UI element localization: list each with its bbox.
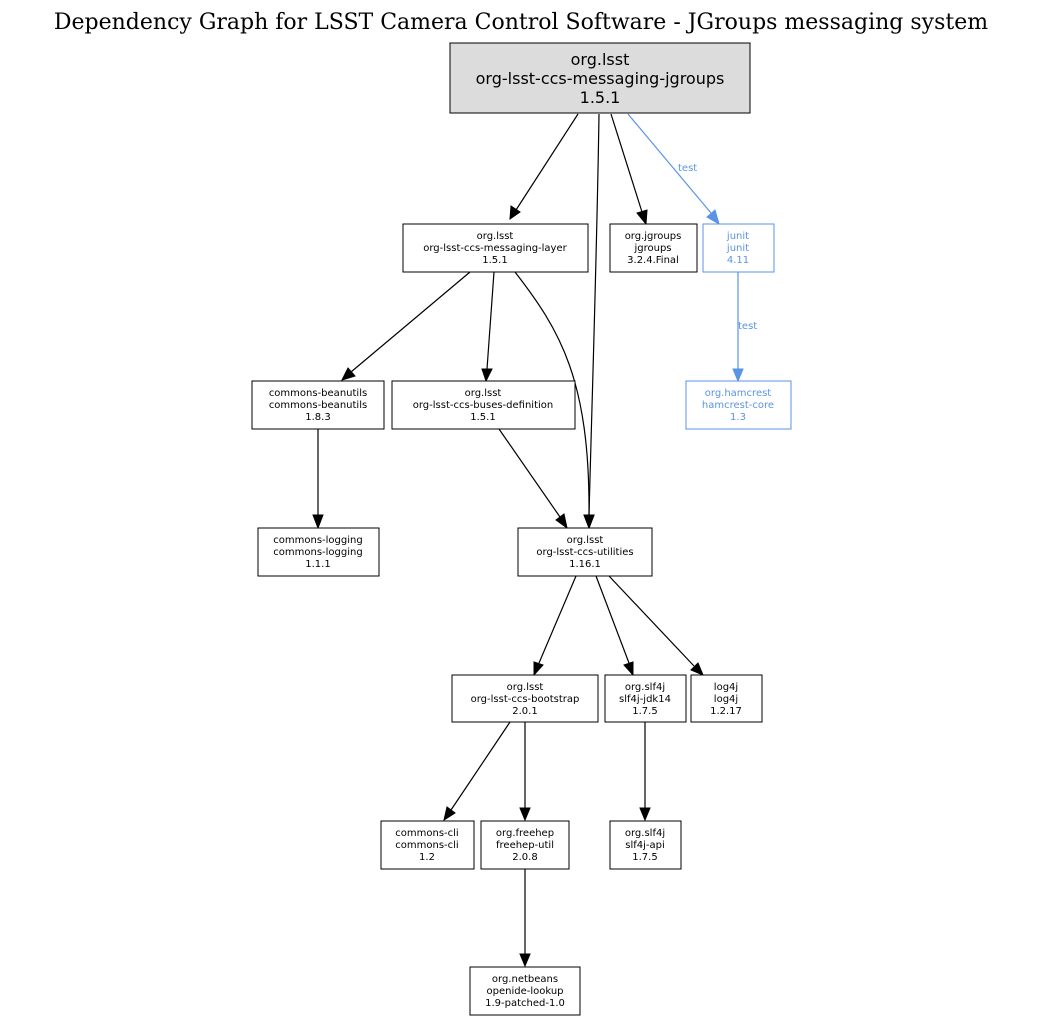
svg-text:1.5.1: 1.5.1 bbox=[580, 88, 621, 107]
svg-text:1.2.17: 1.2.17 bbox=[710, 706, 742, 717]
node-slf4j-jdk14[interactable]: org.slf4j slf4j-jdk14 1.7.5 bbox=[604, 674, 687, 723]
svg-text:4.11: 4.11 bbox=[727, 255, 749, 266]
svg-text:org.jgroups: org.jgroups bbox=[625, 231, 682, 242]
node-log4j[interactable]: log4j log4j 1.2.17 bbox=[690, 674, 763, 723]
node-slf4j-api[interactable]: org.slf4j slf4j-api 1.7.5 bbox=[609, 820, 682, 870]
svg-text:commons-cli: commons-cli bbox=[395, 828, 458, 839]
node-messaging-layer[interactable]: org.lsst org-lsst-ccs-messaging-layer 1.… bbox=[402, 223, 589, 273]
edge-beanutils-to-logging bbox=[312, 429, 324, 530]
edge-junit-to-hamcrest bbox=[732, 272, 744, 383]
edge-bootstrap-to-commons-cli bbox=[443, 721, 511, 822]
svg-text:org.slf4j: org.slf4j bbox=[625, 828, 665, 839]
edge-root-to-messaging-layer bbox=[509, 113, 579, 221]
svg-text:1.8.3: 1.8.3 bbox=[305, 412, 330, 423]
edge-freehep-util-to-openide-lookup bbox=[519, 869, 531, 968]
svg-text:junit: junit bbox=[726, 243, 749, 254]
edge-root-to-junit bbox=[627, 113, 720, 226]
svg-text:org-lsst-ccs-buses-definition: org-lsst-ccs-buses-definition bbox=[413, 400, 554, 411]
svg-text:1.2: 1.2 bbox=[419, 852, 435, 863]
svg-text:openide-lookup: openide-lookup bbox=[486, 986, 563, 997]
svg-text:org.lsst: org.lsst bbox=[477, 231, 514, 242]
svg-text:org.freehep: org.freehep bbox=[496, 828, 554, 839]
svg-text:commons-logging: commons-logging bbox=[273, 547, 362, 558]
node-utilities[interactable]: org.lsst org-lsst-ccs-utilities 1.16.1 bbox=[517, 527, 653, 577]
node-bootstrap[interactable]: org.lsst org-lsst-ccs-bootstrap 2.0.1 bbox=[451, 674, 599, 723]
svg-text:1.3: 1.3 bbox=[730, 412, 746, 423]
svg-text:org-lsst-ccs-messaging-layer: org-lsst-ccs-messaging-layer bbox=[423, 243, 567, 254]
svg-text:org.lsst: org.lsst bbox=[465, 388, 502, 399]
svg-text:org.lsst: org.lsst bbox=[567, 535, 604, 546]
edge-messaging-layer-to-beanutils bbox=[341, 271, 471, 381]
svg-text:1.7.5: 1.7.5 bbox=[632, 852, 657, 863]
svg-text:2.0.1: 2.0.1 bbox=[512, 706, 537, 717]
svg-text:hamcrest-core: hamcrest-core bbox=[702, 400, 774, 411]
svg-text:1.5.1: 1.5.1 bbox=[470, 412, 495, 423]
edge-root-to-jgroups bbox=[610, 113, 648, 226]
edge-messaging-layer-to-utilities bbox=[514, 271, 595, 530]
edge-buses-definition-to-utilities bbox=[498, 428, 568, 530]
svg-text:commons-logging: commons-logging bbox=[273, 535, 362, 546]
node-commons-logging[interactable]: commons-logging commons-logging 1.1.1 bbox=[257, 527, 380, 577]
edge-messaging-layer-to-buses-definition bbox=[481, 271, 495, 383]
svg-text:slf4j-api: slf4j-api bbox=[625, 840, 665, 851]
svg-text:commons-cli: commons-cli bbox=[395, 840, 458, 851]
svg-text:freehep-util: freehep-util bbox=[496, 840, 554, 851]
svg-text:1.1.1: 1.1.1 bbox=[305, 559, 330, 570]
node-root[interactable]: org.lsst org-lsst-ccs-messaging-jgroups … bbox=[449, 42, 751, 114]
svg-text:org.hamcrest: org.hamcrest bbox=[705, 388, 772, 399]
node-commons-beanutils[interactable]: commons-beanutils commons-beanutils 1.8.… bbox=[251, 380, 385, 430]
svg-text:org.lsst: org.lsst bbox=[507, 682, 544, 693]
node-commons-cli[interactable]: commons-cli commons-cli 1.2 bbox=[380, 820, 475, 870]
svg-text:org.netbeans: org.netbeans bbox=[492, 974, 558, 985]
svg-text:log4j: log4j bbox=[714, 682, 738, 693]
svg-text:org.slf4j: org.slf4j bbox=[625, 682, 665, 693]
svg-text:slf4j-jdk14: slf4j-jdk14 bbox=[619, 694, 671, 705]
edge-utilities-to-slf4j-jdk14 bbox=[595, 575, 634, 677]
node-buses-definition[interactable]: org.lsst org-lsst-ccs-buses-definition 1… bbox=[391, 380, 576, 430]
svg-text:2.0.8: 2.0.8 bbox=[512, 852, 537, 863]
edge-utilities-to-log4j bbox=[608, 575, 704, 676]
svg-text:org-lsst-ccs-bootstrap: org-lsst-ccs-bootstrap bbox=[471, 694, 580, 705]
svg-text:1.9-patched-1.0: 1.9-patched-1.0 bbox=[485, 998, 565, 1009]
svg-text:1.5.1: 1.5.1 bbox=[482, 255, 507, 266]
svg-text:commons-beanutils: commons-beanutils bbox=[269, 400, 367, 411]
svg-text:log4j: log4j bbox=[714, 694, 738, 705]
svg-text:jgroups: jgroups bbox=[633, 243, 671, 254]
node-openide-lookup[interactable]: org.netbeans openide-lookup 1.9-patched-… bbox=[469, 966, 581, 1016]
edge-root-to-utilities bbox=[583, 113, 600, 530]
edge-label-junit-hamcrest: test bbox=[738, 321, 757, 332]
node-hamcrest-core[interactable]: org.hamcrest hamcrest-core 1.3 bbox=[685, 380, 792, 430]
edge-slf4j-jdk14-to-slf4j-api bbox=[639, 722, 651, 822]
svg-text:commons-beanutils: commons-beanutils bbox=[269, 388, 367, 399]
svg-text:org.lsst: org.lsst bbox=[571, 50, 630, 69]
edge-bootstrap-to-freehep-util bbox=[519, 722, 531, 822]
svg-text:3.2.4.Final: 3.2.4.Final bbox=[627, 255, 679, 266]
svg-text:1.16.1: 1.16.1 bbox=[569, 559, 601, 570]
node-jgroups[interactable]: org.jgroups jgroups 3.2.4.Final bbox=[609, 223, 698, 273]
edge-utilities-to-bootstrap bbox=[533, 575, 577, 677]
edge-label-root-junit: test bbox=[678, 163, 697, 174]
svg-text:1.7.5: 1.7.5 bbox=[632, 706, 657, 717]
svg-text:org-lsst-ccs-utilities: org-lsst-ccs-utilities bbox=[536, 547, 633, 558]
node-junit[interactable]: junit junit 4.11 bbox=[702, 223, 775, 273]
node-freehep-util[interactable]: org.freehep freehep-util 2.0.8 bbox=[480, 820, 570, 870]
svg-text:junit: junit bbox=[726, 231, 749, 242]
graph-title: Dependency Graph for LSST Camera Control… bbox=[54, 10, 988, 35]
svg-text:org-lsst-ccs-messaging-jgroups: org-lsst-ccs-messaging-jgroups bbox=[476, 69, 725, 88]
